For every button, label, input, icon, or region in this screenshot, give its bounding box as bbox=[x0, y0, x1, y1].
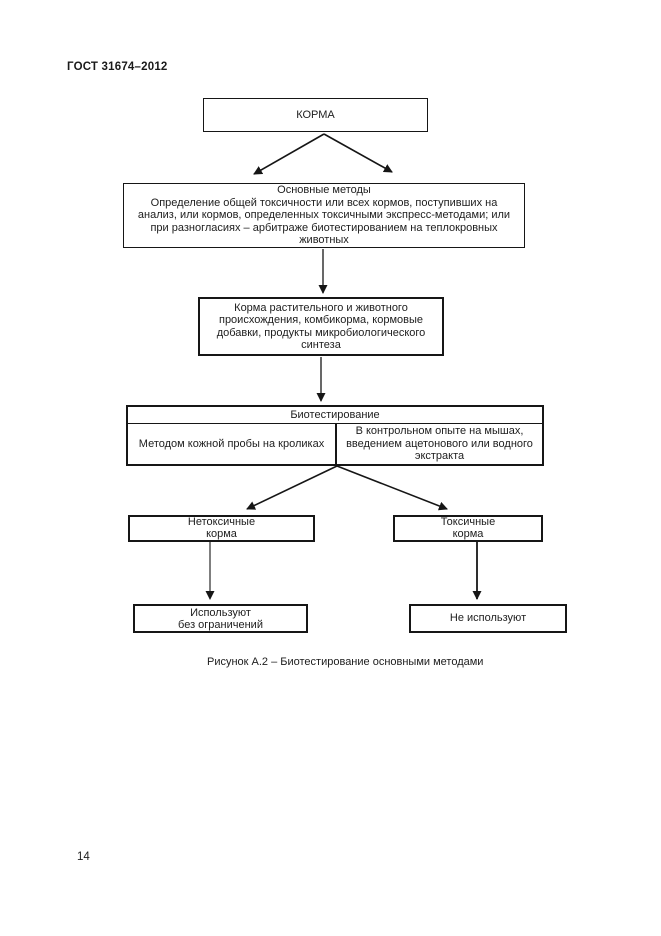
flow-box-korma: КОРМА bbox=[203, 98, 428, 132]
flow-table-biotest: Биотестирование Методом кожной пробы на … bbox=[126, 405, 544, 466]
arrow-biotest-to-toxic bbox=[336, 465, 448, 511]
biotest-table-header: Биотестирование bbox=[128, 407, 542, 424]
arrow-korma-to-methods-right bbox=[323, 133, 393, 173]
arrow-biotest-to-nontoxic bbox=[246, 465, 338, 510]
arrow-korma-to-methods-left bbox=[253, 133, 325, 175]
document-header-title: ГОСТ 31674–2012 bbox=[67, 61, 168, 73]
flow-box-toxic-feed: Токсичные корма bbox=[393, 515, 543, 542]
flow-box-main-methods: Основные методы Определение общей токсич… bbox=[123, 183, 525, 248]
biotest-cell-rabbits: Методом кожной пробы на кроликах bbox=[128, 424, 337, 464]
flow-box-use-without-restrictions: Используют без ограничений bbox=[133, 604, 308, 633]
biotest-table-body: Методом кожной пробы на кроликах В контр… bbox=[128, 424, 542, 464]
flow-box-do-not-use: Не используют bbox=[409, 604, 567, 633]
page-number: 14 bbox=[77, 851, 90, 863]
flow-box-nontoxic-feed: Нетоксичные корма bbox=[128, 515, 315, 542]
figure-caption: Рисунок А.2 – Биотестирование основными … bbox=[207, 656, 484, 668]
flow-box-feed-types: Корма растительного и животного происхож… bbox=[198, 297, 444, 356]
biotest-cell-mice: В контрольном опыте на мышах, введением … bbox=[346, 425, 533, 463]
